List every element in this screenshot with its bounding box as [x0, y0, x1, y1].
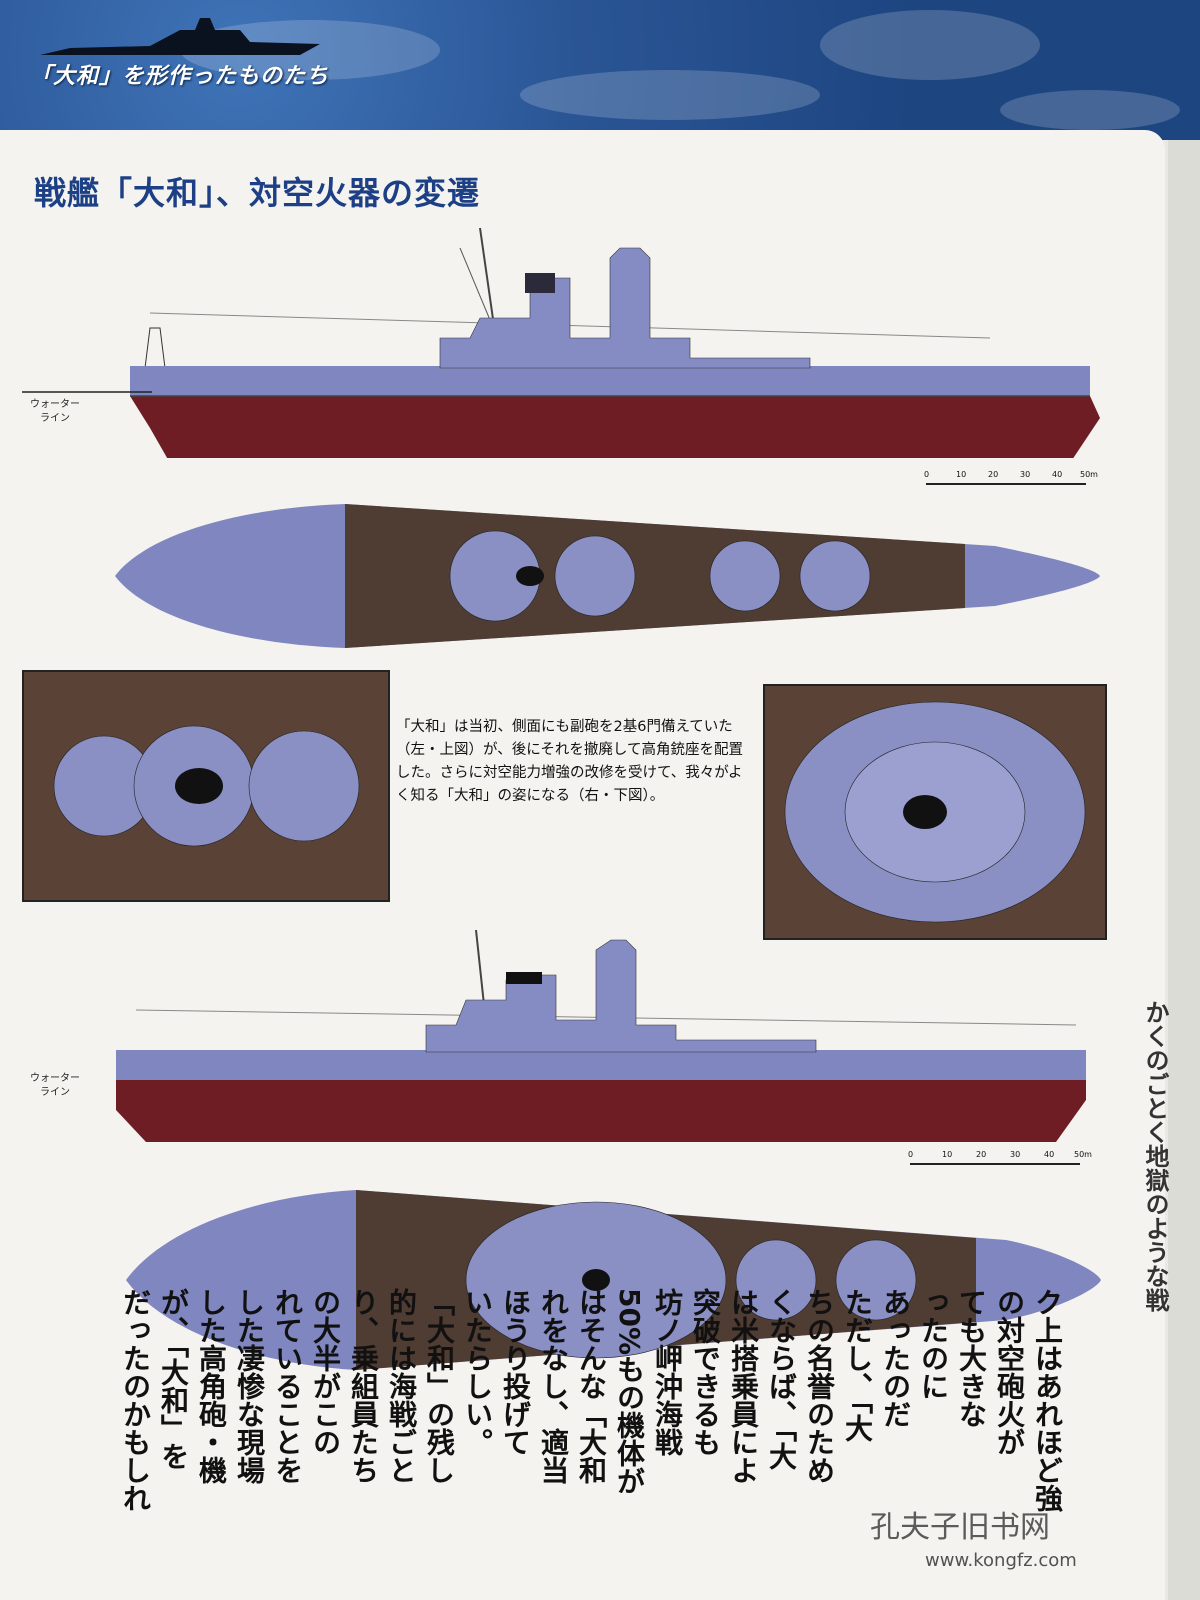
waterline-text: ライン	[40, 413, 70, 424]
scale-tick: 0	[924, 470, 930, 479]
ship-silhouette-icon	[40, 18, 320, 55]
body-column-19: り、乗組員たち	[347, 1288, 380, 1484]
body-column-25: だったのかもしれ	[119, 1288, 152, 1512]
detail-deck-drawing	[784, 701, 1086, 923]
body-column-3: ても大きな	[955, 1288, 988, 1428]
waterline-text: ウォーター	[30, 1073, 80, 1084]
scale-tick: 20	[976, 1150, 987, 1159]
body-column-14: れをなし、適当	[537, 1288, 570, 1484]
section-title: 戦艦「大和」、対空火器の変遷	[34, 174, 481, 212]
body-column-13: はそんな「大和	[575, 1288, 608, 1484]
watermark-url: www.kongfz.com	[925, 1550, 1077, 1571]
waterline-text: ウォーター	[30, 399, 80, 410]
scale-tick: 20	[988, 470, 999, 479]
waterline-label-1: ウォーター ライン	[30, 398, 80, 426]
ship-side-view-early	[130, 227, 1100, 458]
scale-tick: 30	[1010, 1150, 1021, 1159]
waterline-text: ライン	[40, 1087, 70, 1098]
ship-top-view-early	[115, 504, 1100, 648]
header-banner: 「大和」を形作ったものたち	[0, 0, 1200, 140]
header-title: 「大和」を形作ったものたち	[30, 63, 330, 89]
body-column-16: いたらしい。	[461, 1288, 494, 1456]
body-column-23: した高角砲・機	[195, 1288, 228, 1484]
body-column-2: の対空砲火が	[993, 1288, 1026, 1456]
body-column-6: ただし、「大	[841, 1288, 874, 1442]
scale-tick: 50m	[1074, 1150, 1092, 1159]
waterline-marker-line	[22, 391, 152, 393]
watermark-logo: 孔夫子旧书网	[870, 1510, 1050, 1545]
body-column-7: ちの名誉のため	[803, 1288, 836, 1484]
body-column-20: の大半がこの	[309, 1288, 342, 1456]
body-column-21: れていることを	[271, 1288, 304, 1484]
ship-side-view-late	[116, 930, 1086, 1142]
body-column-18: 的には海戦ごと	[385, 1288, 418, 1484]
caption-text: 「大和」は当初、側面にも副砲を2基6門備えていた（左・上図）が、後にそれを撤廃し…	[396, 719, 743, 804]
body-column-11: 坊ノ岬沖海戦	[651, 1288, 684, 1456]
body-column-10: 突破できるも	[689, 1288, 722, 1456]
scale-tick: 10	[942, 1150, 953, 1159]
scale-tick: 50m	[1080, 470, 1098, 479]
detail-deck-drawing	[53, 725, 360, 847]
next-page-edge	[1168, 140, 1200, 1600]
detail-view-early	[22, 670, 390, 902]
body-column-8: くならば、「大	[765, 1288, 798, 1470]
body-column-9: は米搭乗員によ	[727, 1288, 760, 1484]
body-column-15: ほうり投げて	[499, 1288, 532, 1456]
body-column-12: 50%もの機体が	[613, 1288, 646, 1496]
scale-tick: 10	[956, 470, 967, 479]
body-column-17: 「大和」の残し	[423, 1288, 456, 1484]
waterline-label-2: ウォーター ライン	[30, 1072, 80, 1100]
scale-tick: 30	[1020, 470, 1031, 479]
scale-tick: 40	[1052, 470, 1063, 479]
body-column-1: ク上はあれほど強	[1031, 1288, 1064, 1512]
scale-tick: 0	[908, 1150, 914, 1159]
scale-bar-1: 0 10 20 30 40 50m	[920, 470, 1100, 500]
next-page-text: かくのごとく地獄のような戦	[1141, 1000, 1169, 1312]
ship-top-view-late	[126, 1190, 1101, 1370]
body-column-24: が、「大和」を	[157, 1288, 190, 1470]
body-column-22: した凄惨な現場	[233, 1288, 266, 1484]
detail-view-late	[763, 684, 1107, 940]
scale-tick: 40	[1044, 1150, 1055, 1159]
body-column-4: ったのに	[917, 1288, 950, 1400]
body-column-5: あったのだ	[879, 1288, 912, 1428]
scale-bar-2: 0 10 20 30 40 50m	[904, 1150, 1094, 1180]
